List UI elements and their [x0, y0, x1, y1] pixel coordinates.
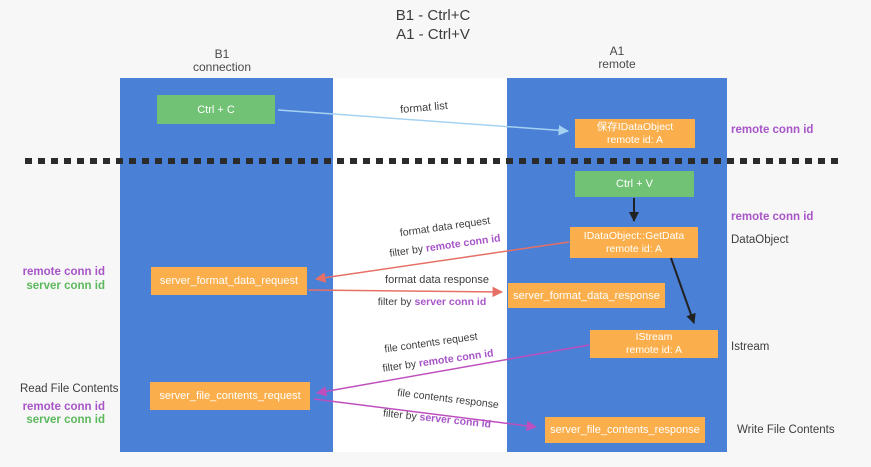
diagram-title: B1 - Ctrl+C A1 - Ctrl+V	[333, 6, 533, 44]
node-server-format-data-response: server_format_data_response	[508, 283, 665, 308]
node-idataobject-getdata: IDataObject::GetData remote id: A	[570, 227, 698, 258]
title-line-2: A1 - Ctrl+V	[396, 26, 470, 43]
annotation-write-file-contents: Write File Contents	[737, 424, 835, 436]
edge-label-filter-format-response: filter by server conn id	[362, 296, 502, 308]
left-lane-header: B1 connection	[147, 48, 297, 74]
node-server-file-contents-response: server_file_contents_response	[545, 417, 705, 443]
node-server-format-data-request-label: server_format_data_request	[159, 275, 299, 287]
left-lane-title: B1	[214, 47, 230, 61]
node-saved-idataobject-line1: 保存IDataObject	[596, 120, 674, 133]
node-saved-idataobject-line2: remote id: A	[606, 133, 664, 146]
node-idataobject-getdata-line2: remote id: A	[605, 242, 663, 255]
node-server-file-contents-request: server_file_contents_request	[150, 382, 310, 410]
node-server-file-contents-request-label: server_file_contents_request	[159, 390, 301, 402]
filter-prefix: filter by	[377, 296, 415, 308]
annotation-left-server-conn-id-top: server conn id	[26, 280, 105, 292]
node-istream-line2: remote id: A	[625, 344, 683, 356]
annotation-remote-conn-id-top: remote conn id	[731, 124, 814, 136]
annotation-istream: Istream	[731, 341, 770, 353]
annotation-dataobject: DataObject	[731, 234, 789, 246]
node-saved-idataobject: 保存IDataObject remote id: A	[575, 119, 695, 148]
node-ctrl-c: Ctrl + C	[157, 95, 275, 124]
clipboard-boundary-dashed-line	[25, 158, 838, 164]
right-lane-header: A1 remote	[542, 45, 692, 71]
node-server-format-data-request: server_format_data_request	[151, 267, 307, 295]
edge-label-format-data-response: format data response	[385, 274, 489, 286]
filter-key-server-conn-id: server conn id	[414, 296, 487, 308]
node-ctrl-v-label: Ctrl + V	[616, 178, 653, 190]
node-server-format-data-response-label: server_format_data_response	[513, 289, 660, 302]
title-line-1: B1 - Ctrl+C	[395, 7, 471, 24]
right-lane-subtitle: remote	[598, 57, 636, 71]
node-ctrl-c-label: Ctrl + C	[197, 103, 235, 116]
node-istream: IStream remote id: A	[590, 330, 718, 358]
annotation-left-server-conn-id-bottom: server conn id	[26, 414, 105, 426]
node-ctrl-v: Ctrl + V	[575, 171, 694, 197]
node-istream-line1: IStream	[635, 331, 673, 343]
annotation-left-remote-conn-id-bottom: remote conn id	[22, 401, 105, 413]
annotation-left-remote-conn-id-top: remote conn id	[22, 266, 105, 278]
node-server-file-contents-response-label: server_file_contents_response	[550, 424, 700, 436]
node-idataobject-getdata-line1: IDataObject::GetData	[583, 229, 685, 242]
annotation-read-file-contents: Read File Contents	[20, 383, 119, 395]
annotation-remote-conn-id-mid: remote conn id	[731, 211, 814, 223]
left-lane-subtitle: connection	[192, 60, 252, 74]
right-lane-title: A1	[609, 44, 625, 58]
